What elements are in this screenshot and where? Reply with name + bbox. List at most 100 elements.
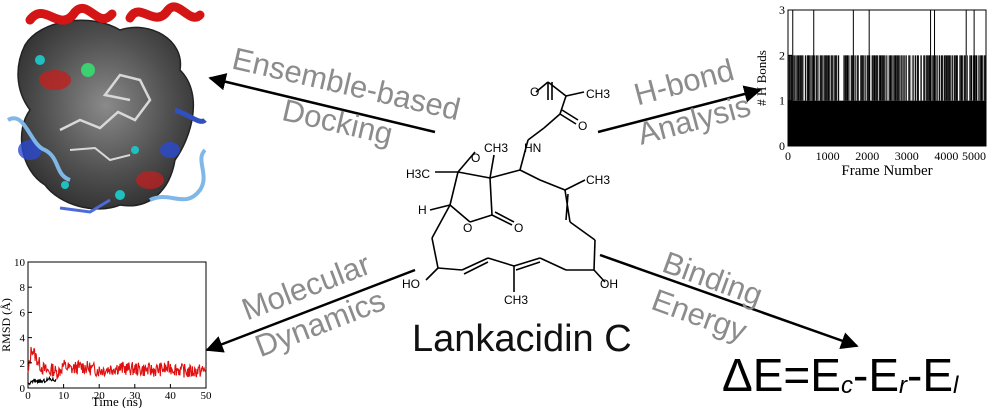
hbond-bar [819,55,821,101]
hbond-y-tick-label: 1 [779,94,785,108]
hbond-bar [814,55,815,101]
hbond-bar [904,55,905,101]
hbond-bar [889,55,891,101]
hbond-bar [853,55,854,101]
atom-oh: OH [600,277,618,291]
rmsd-x-tick-label: 0 [25,390,31,402]
hbond-bar [844,55,845,101]
eq-minus-2: - [907,349,923,401]
hbond-bar [974,55,976,101]
hbond-bar [965,55,966,101]
hbond-bar [863,55,864,101]
rmsd-x-tick-label: 20 [94,390,106,402]
hbond-bar [901,55,902,101]
hbond-bar [801,55,803,101]
hbond-bar [953,55,955,101]
hbond-bar [812,55,814,101]
hbond-bar [889,55,890,101]
hbond-bar [942,55,943,101]
hbond-bar [971,55,973,101]
atom-ch3-acetyl: CH3 [586,87,610,101]
hbond-bar [913,55,915,101]
hbond-bar [881,55,882,101]
hbond-x-label: Frame Number [841,163,932,179]
hbond-x-tick-label: 1000 [816,149,840,163]
hbond-bar [807,55,809,101]
hbond-bar [828,55,830,101]
hbond-bar [916,55,918,101]
hbond-bar [945,55,947,101]
atom-ch3-ring: CH3 [484,141,508,155]
atom-o-amide: O [578,119,587,133]
hbond-bar [863,55,865,101]
hbond-bar [894,55,895,101]
hbond-bar [876,55,878,101]
hbond-bar [949,55,951,101]
hbond-bar [930,55,932,101]
atom-o-ketone: O [471,151,480,165]
eq-minus-1: - [852,349,869,401]
hbond-bar [825,55,827,101]
hbond-bar [941,55,943,101]
rmsd-lines [27,346,206,386]
hbond-bar [794,55,796,101]
hbond-bar [838,55,840,101]
hbond-bar [822,55,823,101]
hbond-bar [874,55,876,101]
hbond-bar [915,55,917,101]
hbond-bar [837,55,839,101]
hbond-bar [947,55,949,101]
hbond-bar [918,55,919,101]
hbond-bar [816,55,818,101]
hbond-bar [924,55,926,101]
hbond-bar [882,55,884,101]
hbond-bar [880,55,882,101]
hbond-bar [860,55,861,101]
rmsd-y-tick-label: 6 [20,307,26,319]
hbond-bar [962,55,963,101]
hbond-bar [975,55,977,101]
rmsd-x-tick-label: 30 [129,390,141,402]
hbond-bar [790,55,792,101]
docking-protein-image [6,2,207,214]
arrow-binding [599,253,859,349]
hbond-bar [849,55,851,101]
arrow-md [205,268,416,353]
hbond-bar [948,55,950,101]
hbond-bar [955,55,957,101]
hbond-bar [827,55,829,101]
hbond-bar [887,55,889,101]
hbond-bar [812,55,813,101]
hbond-bar [873,55,874,101]
hbond-bar [884,55,886,101]
hbond-bar [926,55,927,101]
hbond-bar [906,55,907,101]
hbond-bar [984,55,986,101]
hbond-bar [851,55,853,101]
hbond-bar [896,55,898,101]
eq-term-ligand: E [922,349,954,401]
eq-delta-e: ΔE [722,349,784,401]
hbond-bar [855,55,856,101]
hbond-bar [866,55,868,101]
hbond-bar [788,55,790,101]
hbond-bar [817,55,818,101]
hbond-x-tick-label: 0 [785,149,791,163]
lankacidin-structure [425,81,606,292]
atom-o-lactone: O [463,221,472,235]
hbond-bar [820,55,822,101]
hbond-bar [860,55,862,101]
hbond-bar [954,55,956,101]
hbond-bar [797,55,798,101]
hbond-bar [921,55,922,101]
hbond-bar [862,55,864,101]
hbond-bar [933,55,935,101]
hbond-bar [959,55,961,101]
hbond-bar [869,55,871,101]
hbond-bar [829,55,830,101]
hbond-bar [895,55,897,101]
arrow-hbond [597,85,762,134]
